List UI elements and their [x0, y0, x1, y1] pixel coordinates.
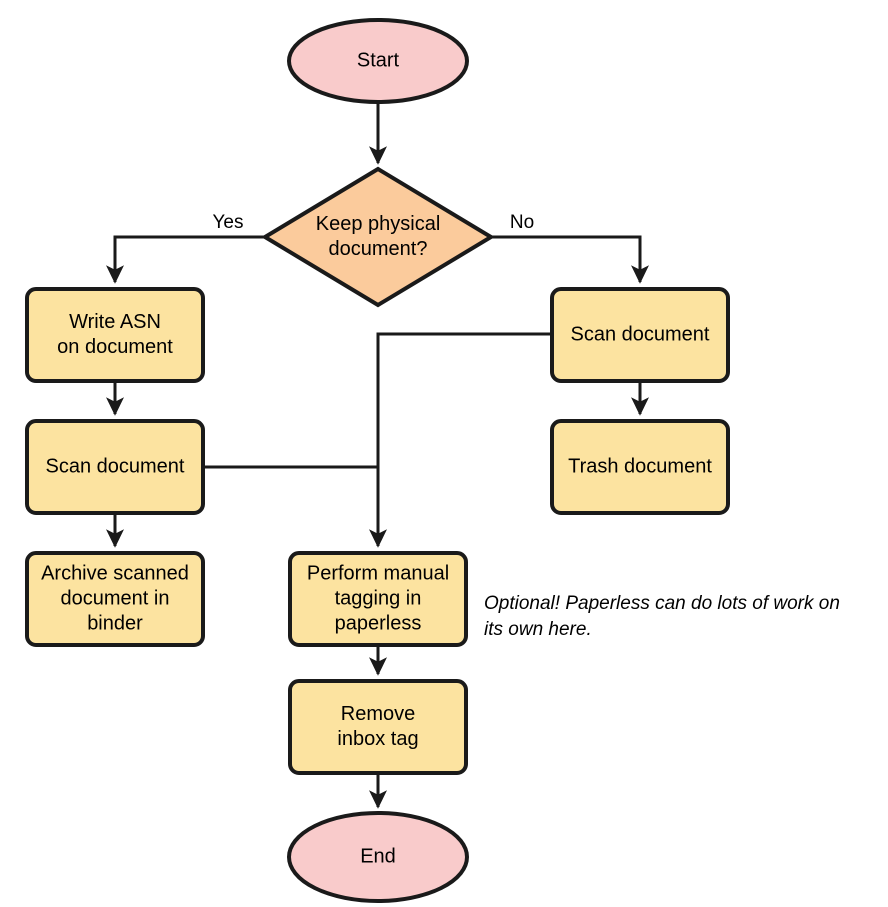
node-label-line: document? [329, 238, 428, 260]
decision-shape [261, 166, 495, 308]
node-label-line: Perform manual [307, 562, 449, 584]
node-label-line: inbox tag [337, 728, 418, 750]
node-trash-document[interactable]: Trash document [550, 419, 730, 515]
node-label-line: binder [87, 612, 143, 634]
node-scan-document-right[interactable]: Scan document [550, 287, 730, 383]
node-end[interactable]: End [287, 811, 469, 903]
node-label-line: End [360, 845, 396, 867]
terminator-shape [287, 811, 469, 903]
process-shape [25, 419, 205, 515]
edge-decision-no-to-scan-right: No [491, 212, 649, 284]
node-write-asn[interactable]: Write ASN on document [25, 287, 205, 383]
edge-path [105, 235, 265, 284]
annotation-line: its own here. [484, 619, 592, 640]
node-label-line: document in [61, 587, 170, 609]
edge-layer: Yes No [105, 102, 649, 809]
node-scan-document-left[interactable]: Scan document [25, 419, 205, 515]
node-label-line: Write ASN [69, 311, 161, 333]
node-label-line: Trash document [568, 455, 712, 477]
process-shape [25, 551, 205, 647]
node-label-line: tagging in [335, 587, 422, 609]
node-start[interactable]: Start [287, 18, 469, 104]
edge-path [368, 332, 552, 548]
edge-label-decision-no-to-scan-right: No [510, 212, 534, 233]
process-shape [288, 551, 468, 647]
process-shape [550, 287, 730, 383]
node-label-line: Scan document [46, 455, 185, 477]
node-archive-binder[interactable]: Archive scanned document in binder [25, 551, 205, 647]
node-remove-inbox-tag[interactable]: Remove inbox tag [288, 679, 468, 775]
edge-scan-right-to-tagging [368, 332, 552, 548]
node-label-line: Scan document [571, 323, 710, 345]
node-label-line: Start [357, 49, 400, 71]
node-label-line: Remove [341, 703, 415, 725]
node-label-line: Keep physical [316, 213, 441, 235]
terminator-shape [287, 18, 469, 104]
node-label-line: Archive scanned [41, 562, 189, 584]
annotation-line: Optional! Paperless can do lots of work … [484, 593, 840, 614]
edge-label-decision-yes-to-write-asn: Yes [213, 212, 244, 233]
process-shape [550, 419, 730, 515]
node-label-line: on document [57, 336, 173, 358]
node-label-line: paperless [335, 612, 422, 634]
node-keep-physical[interactable]: Keep physical document? [261, 166, 495, 308]
node-manual-tagging[interactable]: Perform manual tagging in paperless [288, 551, 468, 647]
annotation-optional-note: Optional! Paperless can do lots of work … [484, 593, 840, 640]
edge-path [491, 235, 649, 284]
edge-decision-yes-to-write-asn: Yes [105, 212, 265, 284]
annotation-layer: Optional! Paperless can do lots of work … [484, 593, 840, 640]
process-shape [288, 679, 468, 775]
process-shape [25, 287, 205, 383]
